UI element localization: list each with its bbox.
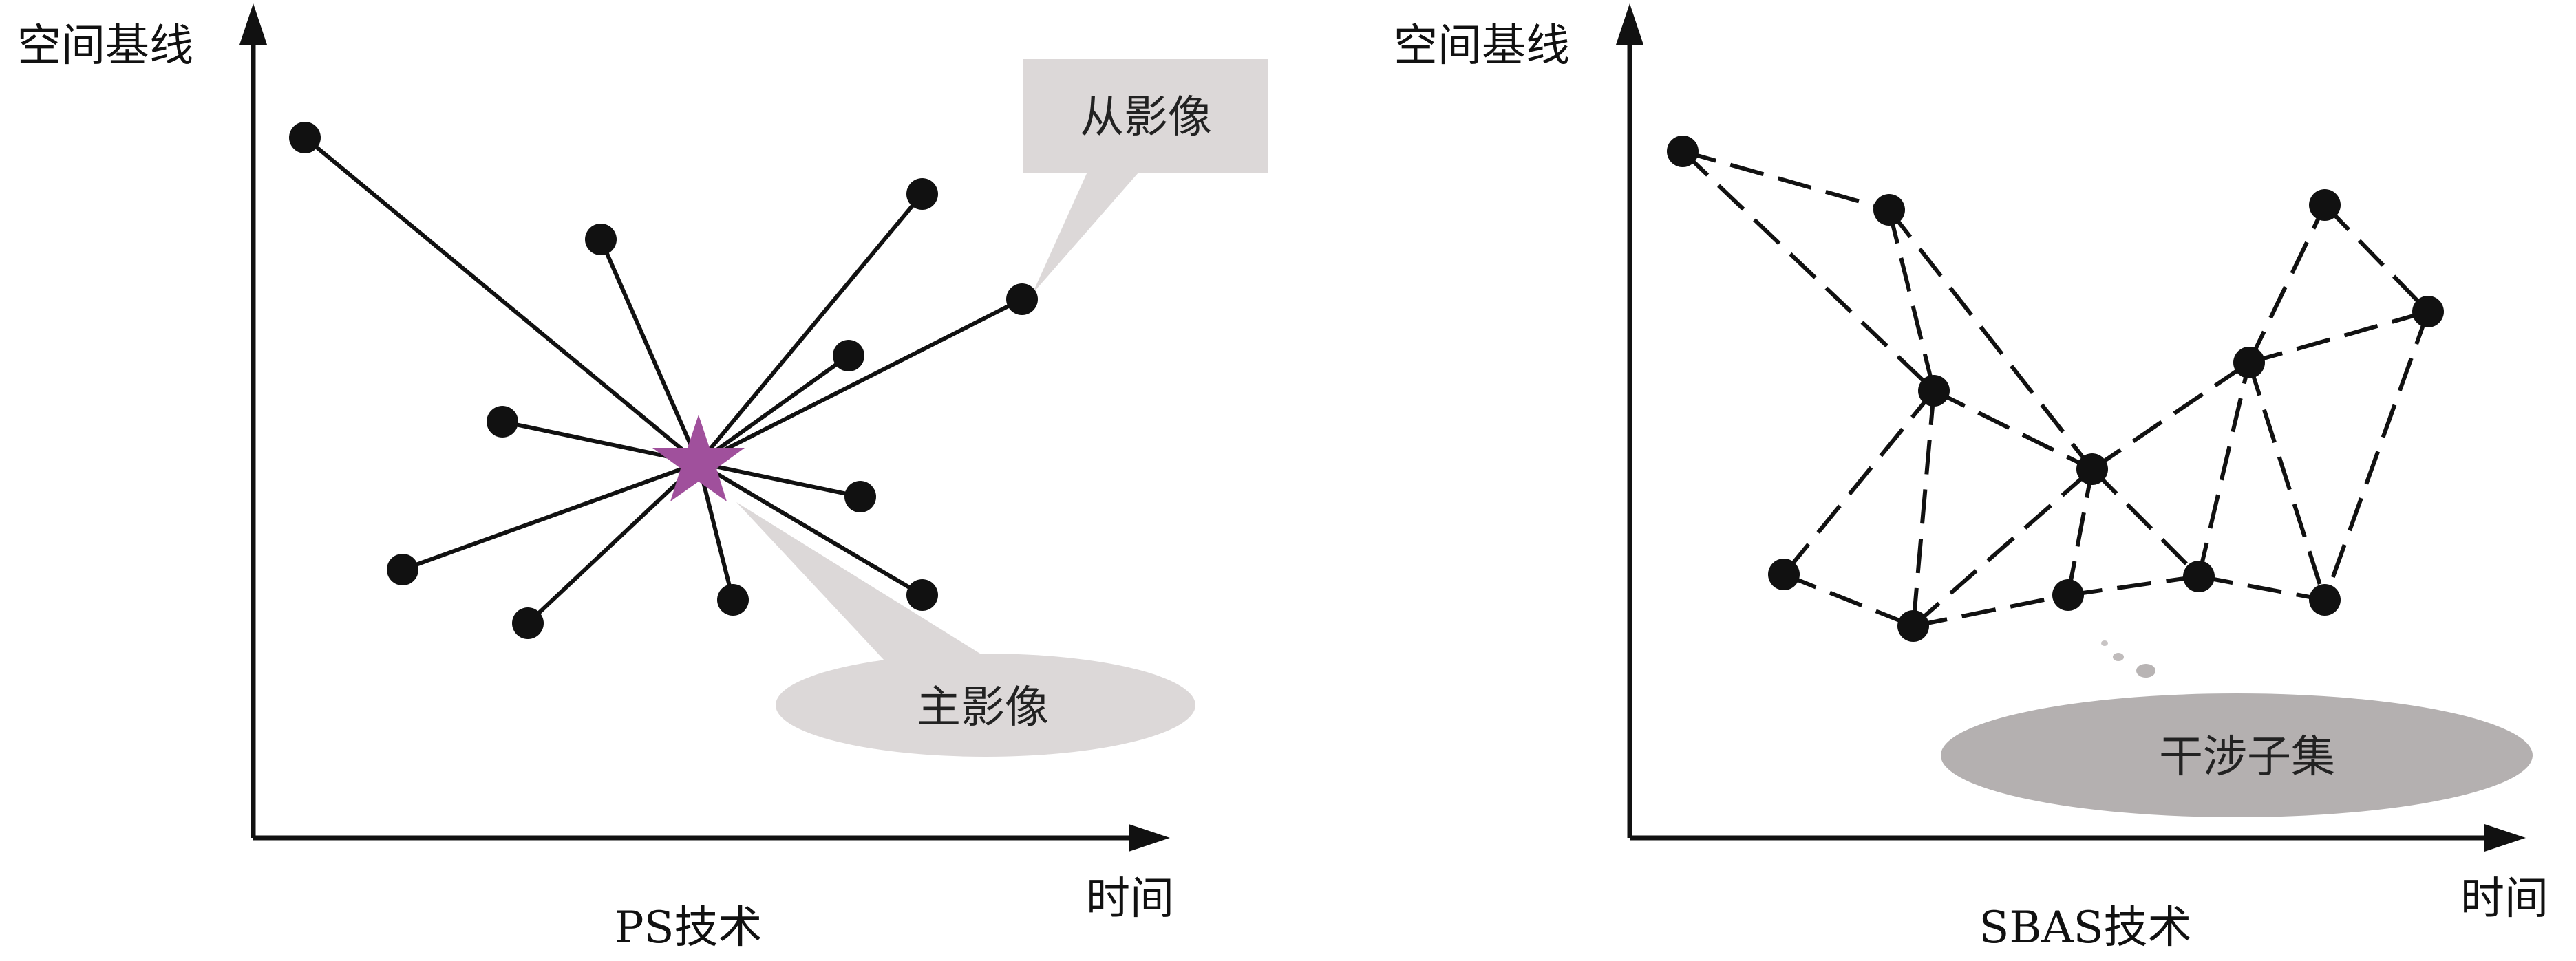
sbas-edge	[2090, 467, 2201, 579]
sbas-edge	[1887, 209, 1936, 391]
ps-slave-node	[717, 584, 749, 616]
ps-caption: PS技术	[615, 903, 763, 953]
sbas-node	[1897, 610, 1929, 642]
sbas-edge	[1933, 389, 2094, 471]
sbas-edge	[1682, 149, 1890, 212]
subset-callout-bubble	[1941, 693, 2533, 817]
ps-panel: 从影像 主影像	[17, 3, 1268, 953]
sbas-edge	[2248, 310, 2429, 365]
ps-spoke	[304, 136, 700, 465]
master-callout-bubble	[776, 654, 1195, 757]
sbas-node	[2309, 189, 2341, 221]
ps-spoke	[526, 461, 701, 625]
ps-slave-node	[906, 579, 938, 611]
slave-callout-label: 从影像	[1080, 92, 1212, 143]
sbas-node	[1667, 136, 1699, 167]
sbas-edge	[1912, 467, 2094, 628]
sbas-edge	[2066, 468, 2094, 596]
sbas-edge	[1913, 593, 2069, 628]
sbas-node	[1873, 194, 1905, 226]
sbas-edge	[2323, 203, 2430, 314]
master-image-callout: 主影像	[736, 502, 1195, 757]
ps-slave-node	[487, 406, 518, 438]
ps-x-axis-arrow	[1129, 824, 1170, 852]
subset-callout-label: 干涉子集	[2159, 732, 2335, 783]
sbas-node	[2412, 296, 2444, 327]
ps-slave-node	[833, 340, 864, 371]
sbas-edge	[2247, 362, 2327, 601]
ps-spoke	[696, 462, 735, 601]
sbas-edge	[2323, 310, 2430, 601]
star-icon	[652, 415, 745, 501]
ps-slave-node	[387, 554, 418, 585]
ps-slave-node	[906, 178, 938, 210]
sbas-panel: 干涉子集	[1394, 3, 2548, 953]
ps-spoke	[697, 297, 1023, 465]
slave-callout-box	[1023, 59, 1268, 173]
ps-spoke	[401, 461, 700, 572]
sbas-node	[1768, 559, 1800, 590]
ps-slave-node	[585, 224, 617, 255]
sbas-node	[2309, 584, 2341, 616]
sbas-edge	[1782, 389, 1936, 576]
ps-spoke	[599, 238, 701, 464]
sbas-edge	[2197, 362, 2251, 577]
ps-slave-node	[844, 481, 876, 512]
ps-slave-node	[512, 607, 544, 639]
ps-y-axis-arrow	[239, 3, 267, 45]
ps-spoke	[698, 461, 861, 499]
slave-image-callout: 从影像	[1023, 59, 1268, 294]
ps-spoke	[697, 461, 924, 597]
sbas-edge	[2067, 574, 2200, 597]
master-callout-label: 主影像	[917, 682, 1049, 733]
sbas-edge	[1911, 390, 1936, 627]
ps-y-axis-label: 空间基线	[17, 21, 193, 72]
ps-slave-node	[289, 122, 321, 153]
ps-slave-nodes	[289, 122, 1038, 639]
sbas-node	[2233, 347, 2265, 378]
master-callout-pointer	[736, 502, 991, 660]
sbas-edges	[1681, 149, 2430, 628]
sbas-x-axis-arrow	[2484, 824, 2526, 852]
sbas-edge	[1681, 149, 1936, 393]
sbas-node	[2052, 579, 2084, 611]
sbas-edge	[2247, 204, 2327, 364]
sbas-edge	[2198, 574, 2325, 602]
sbas-edge	[1887, 208, 2094, 471]
ps-slave-node	[1006, 283, 1038, 315]
sbas-caption: SBAS技术	[1979, 903, 2192, 953]
sbas-nodes	[1667, 136, 2444, 642]
ps-x-axis-label: 时间	[1086, 874, 1174, 925]
ps-spokes	[304, 136, 1023, 625]
slave-callout-pointer	[1032, 172, 1139, 294]
sbas-y-axis-arrow	[1616, 3, 1643, 45]
ps-spoke	[697, 354, 850, 465]
sbas-x-axis-label: 时间	[2460, 874, 2548, 925]
subset-bubble-dot	[2136, 664, 2155, 678]
sbas-edge	[1782, 572, 1915, 628]
subset-bubble-dot	[2101, 640, 2108, 646]
subset-bubble-dot	[2113, 653, 2124, 661]
subset-callout: 干涉子集	[1941, 640, 2533, 817]
sbas-node	[2076, 453, 2108, 485]
sbas-y-axis-label: 空间基线	[1394, 21, 1570, 72]
ps-spoke	[696, 193, 924, 464]
sbas-edge	[2091, 360, 2250, 471]
sbas-node	[1918, 375, 1950, 407]
sbas-node	[2183, 561, 2215, 592]
